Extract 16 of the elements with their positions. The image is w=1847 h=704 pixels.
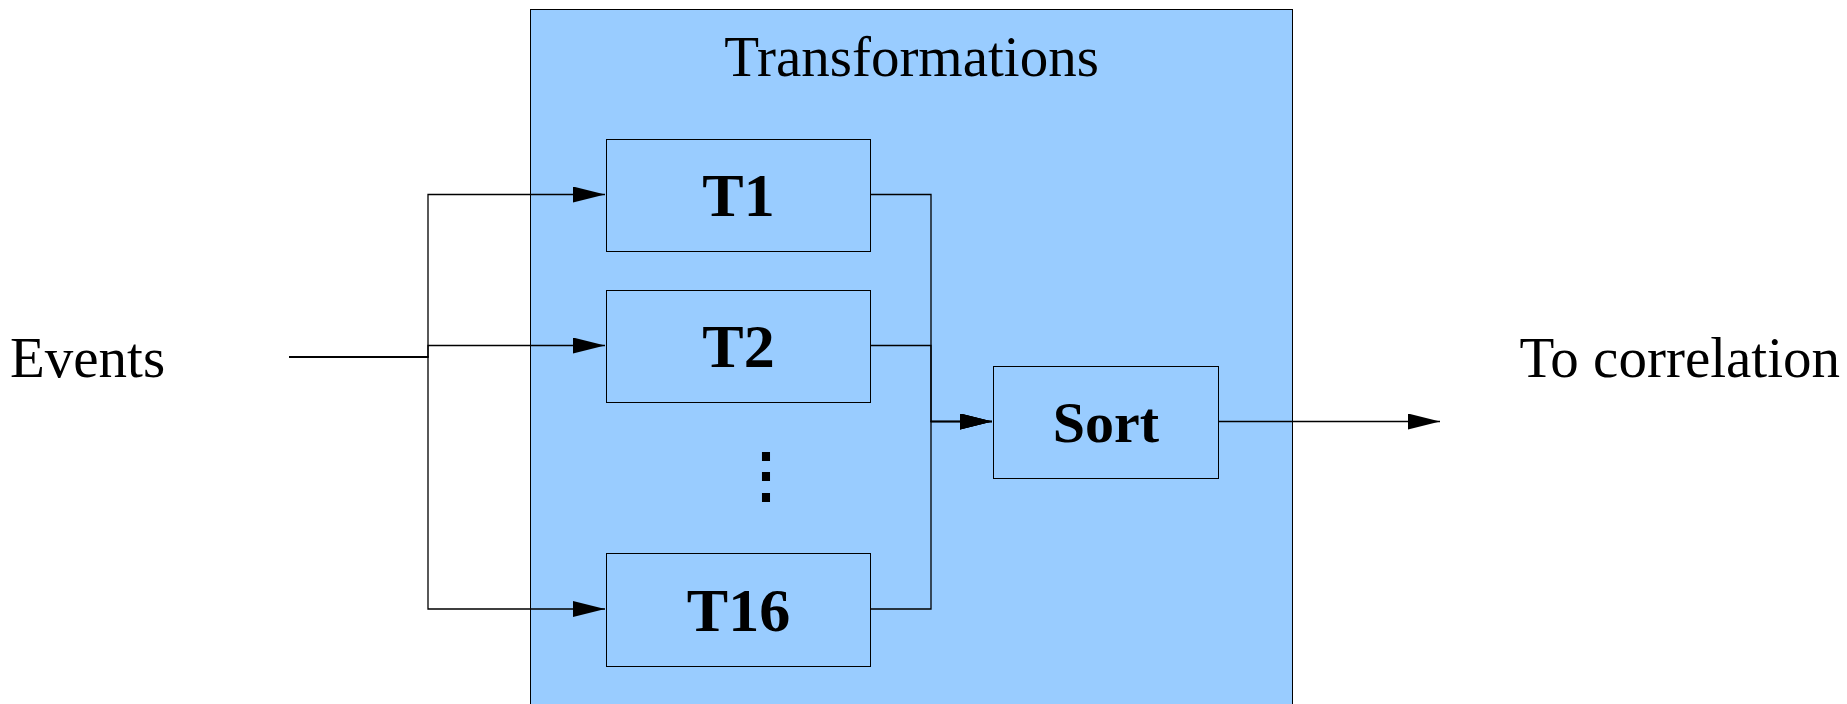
box-label: T2: [702, 311, 775, 382]
arrow: [1217, 413, 1441, 430]
group-title: Transformations: [724, 28, 1099, 85]
process-box: [606, 139, 871, 252]
process-box: [606, 290, 871, 403]
process-box: [993, 366, 1219, 479]
vertical-ellipsis: ⋮: [736, 445, 786, 505]
box-label: T16: [686, 574, 791, 646]
group-box: [530, 9, 1293, 704]
box-label: T1: [702, 160, 775, 231]
arrow: [869, 413, 993, 610]
process-box: [606, 553, 871, 667]
flow-label: Events: [10, 328, 166, 386]
flow-label: To correlation: [1519, 328, 1840, 386]
arrow: [288, 356, 606, 617]
box-label: Sort: [1052, 389, 1160, 457]
